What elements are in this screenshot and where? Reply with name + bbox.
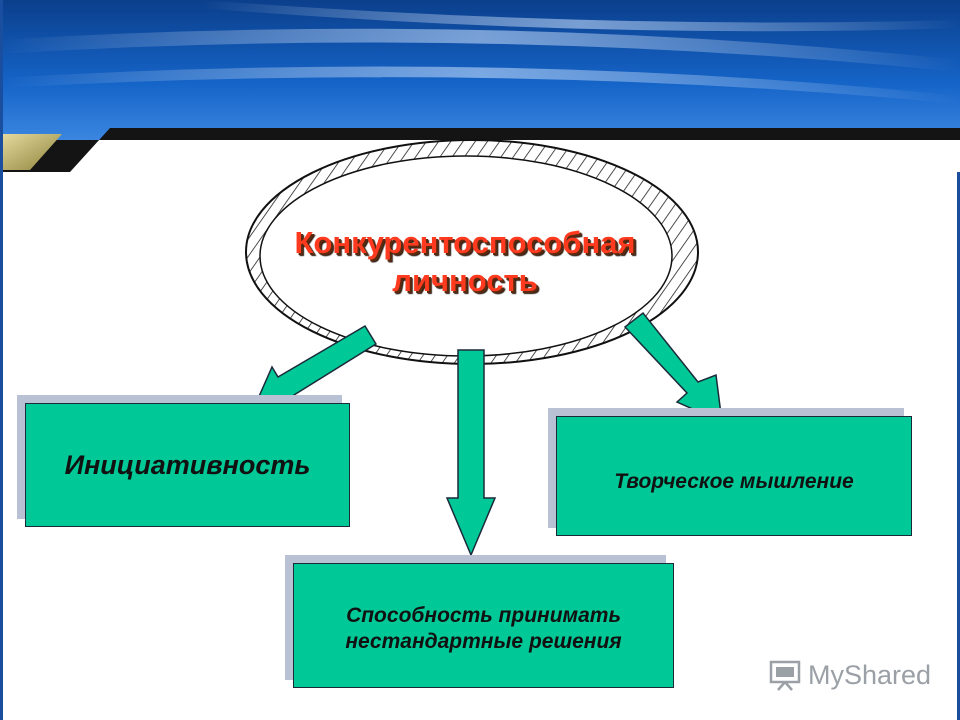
node-initiative: Инициативность [25,403,350,527]
node-creative-thinking: Творческое мышление [556,416,912,536]
center-node-label: Конкурентоспособная личность [294,225,636,298]
arrow-to-creative [623,311,723,424]
node-creative-thinking-label: Творческое мышление [614,470,854,493]
watermark-logo: MyShared [768,655,938,695]
header-accent-shape [0,134,62,170]
node-nonstandard-decisions: Способность принимать нестандартные реше… [293,563,674,688]
presentation-icon [769,660,801,691]
node-nonstandard-decisions-label: Способность принимать нестандартные реше… [345,603,622,653]
arrow-to-decisions [445,349,497,557]
arrow-to-initiative [251,324,378,411]
watermark-text: MyShared [808,659,932,690]
node-initiative-label: Инициативность [64,449,311,480]
